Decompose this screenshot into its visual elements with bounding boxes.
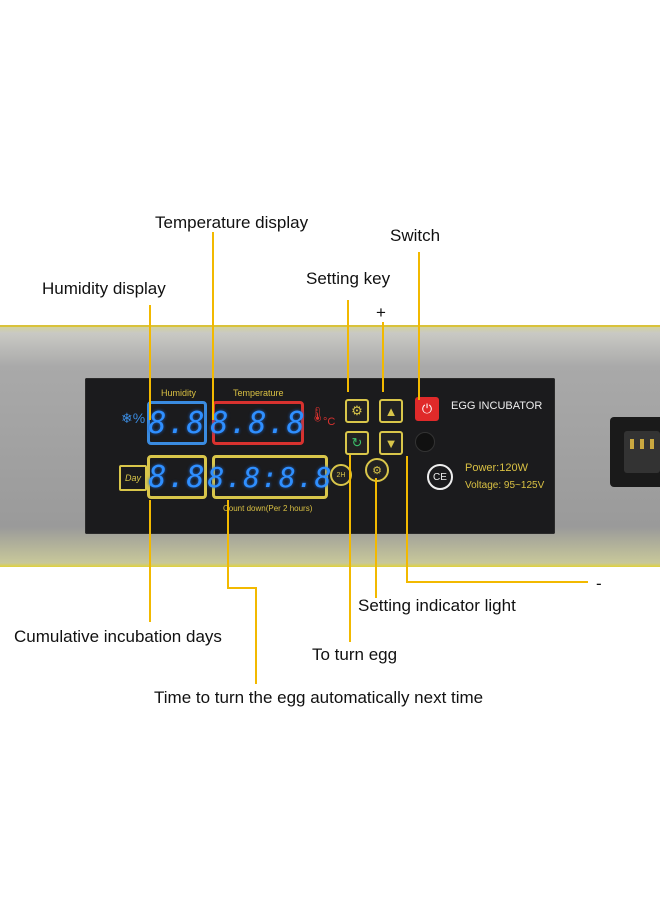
gear-icon: ⚙ [372,464,382,477]
temperature-display: 8.8.8 [210,401,306,445]
turn-interval-label: 2H [336,471,346,479]
socket-pin [650,439,654,449]
thermometer-icon: 🌡 [309,406,327,422]
minus-key[interactable]: ▼ [379,431,403,455]
ce-label: CE [433,471,447,483]
humidity-display: 8.8 [147,401,207,445]
power-switch[interactable]: ⏻ [415,397,439,421]
ce-mark: CE [427,464,453,490]
callout-cumulative-days: Cumulative incubation days [14,627,222,646]
callout-setting-indicator-light: Setting indicator light [358,596,516,615]
arrow-up-icon: ▲ [384,403,398,419]
countdown-leader [227,500,257,684]
callout-plus: + [376,303,386,322]
callout-switch: Switch [390,226,441,245]
callout-temperature-display: Temperature display [155,213,309,232]
turn-egg-key[interactable]: ↻ [345,431,369,455]
callout-minus: - [596,574,602,593]
sensor-window [415,432,435,452]
humidity-label: Humidity [161,388,197,398]
gear-icon: ⚙ [351,403,363,418]
day-label: Day [124,473,141,483]
power-rating: Power:120W [465,462,528,474]
countdown-label: Count down(Per 2 hours) [223,504,313,513]
day-value: 8.8 [148,459,206,495]
power-icon: ⏻ [421,401,433,416]
celsius-label: °C [323,416,336,428]
arrow-down-icon: ▼ [384,435,398,451]
callout-setting-key: Setting key [306,269,391,288]
socket-inner [624,431,660,473]
temperature-label: Temperature [233,388,284,398]
socket-pin [640,439,644,449]
minus-leader [406,456,588,583]
power-socket [610,417,660,487]
incubation-days-display: 8.8 [147,455,207,499]
humidity-icon: ❄% [121,410,146,426]
setting-key[interactable]: ⚙ [345,399,369,423]
plus-key[interactable]: ▲ [379,399,403,423]
control-panel: Humidity Temperature ❄% 8.8 8.8.8 🌡 °C D… [85,378,555,534]
socket-pin [630,439,634,449]
callout-to-turn-egg: To turn egg [312,645,398,664]
rotate-icon: ↻ [351,435,363,450]
brand-label: EGG INCUBATOR [451,400,543,412]
voltage-rating: Voltage: 95~125V [465,480,545,491]
humidity-value: 8.8 [148,405,206,441]
day-icon: Day [119,465,147,491]
countdown-display: 8.8:8.8 [208,455,332,499]
callout-humidity-display: Humidity display [42,279,166,298]
temperature-value: 8.8.8 [210,405,306,441]
callout-time-to-turn: Time to turn the egg automatically next … [154,688,484,707]
countdown-value: 8.8:8.8 [207,460,333,494]
